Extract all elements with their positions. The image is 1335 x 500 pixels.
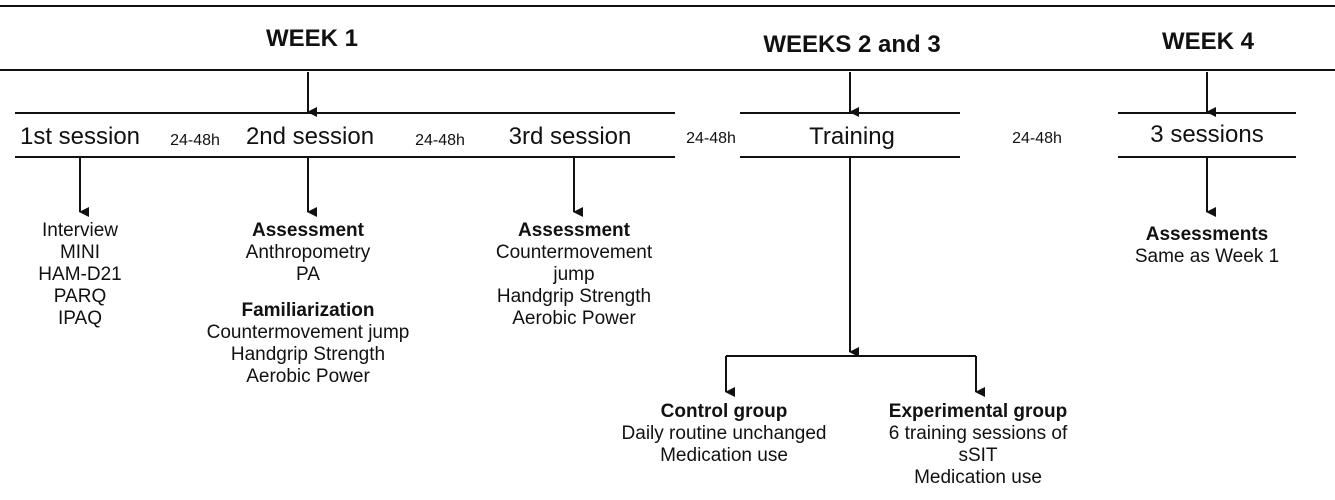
block-spacer — [207, 286, 410, 300]
session-3-block: Assessment Countermovement jump Handgrip… — [496, 220, 652, 330]
control-group-block: Control group Daily routine unchanged Me… — [622, 401, 827, 467]
block-line: Handgrip Strength — [230, 344, 386, 365]
week4-block: Assessments Same as Week 1 — [1135, 224, 1279, 268]
session-1-block: Interview MINI HAM-D21 PARQ IPAQ — [38, 220, 121, 330]
session-3-label: 3rd session — [508, 123, 632, 150]
block-line: Handgrip Strength — [496, 286, 652, 307]
block-line: Daily routine unchanged — [621, 423, 827, 444]
gap-label-1: 24-48h — [170, 132, 220, 149]
block-line: Countermovement — [495, 242, 653, 263]
block-title: Control group — [660, 401, 788, 422]
block-line: PA — [296, 264, 320, 285]
block-title: Assessment — [518, 220, 630, 241]
block-line: Aerobic Power — [512, 308, 636, 329]
block-line: Same as Week 1 — [1134, 246, 1280, 267]
week4-sessions-label: 3 sessions — [1150, 121, 1264, 148]
training-label: Training — [809, 123, 895, 150]
session-2-label: 2nd session — [245, 123, 375, 150]
block-title: Assessments — [1145, 224, 1269, 245]
block-line: jump — [553, 264, 595, 285]
block-line: sSIT — [958, 445, 998, 466]
block-title: Experimental group — [888, 401, 1068, 422]
gap-label-2: 24-48h — [415, 132, 465, 149]
week1-header: WEEK 1 — [265, 25, 359, 52]
block-line: HAM-D21 — [38, 264, 122, 285]
block-line: Medication use — [914, 467, 1042, 488]
weeks23-header: WEEKS 2 and 3 — [763, 31, 941, 58]
block-title: Familiarization — [241, 300, 375, 321]
block-line: IPAQ — [58, 308, 102, 329]
week4-header: WEEK 4 — [1161, 28, 1255, 55]
session-1-label: 1st session — [19, 123, 141, 150]
block-title: Assessment — [252, 220, 364, 241]
session-2-block: Assessment Anthropometry PA Familiarizat… — [207, 220, 410, 388]
gap-label-3: 24-48h — [686, 130, 736, 147]
block-line: MINI — [59, 242, 101, 263]
block-line: Interview — [41, 220, 119, 241]
experimental-group-block: Experimental group 6 training sessions o… — [889, 401, 1068, 489]
block-line: 6 training sessions of — [888, 423, 1068, 444]
gap-label-4: 24-48h — [1012, 130, 1062, 147]
block-line: Countermovement jump — [206, 322, 410, 343]
block-line: PARQ — [53, 286, 107, 307]
block-line: Anthropometry — [245, 242, 371, 263]
block-line: Medication use — [660, 445, 788, 466]
block-line: Aerobic Power — [246, 366, 370, 387]
